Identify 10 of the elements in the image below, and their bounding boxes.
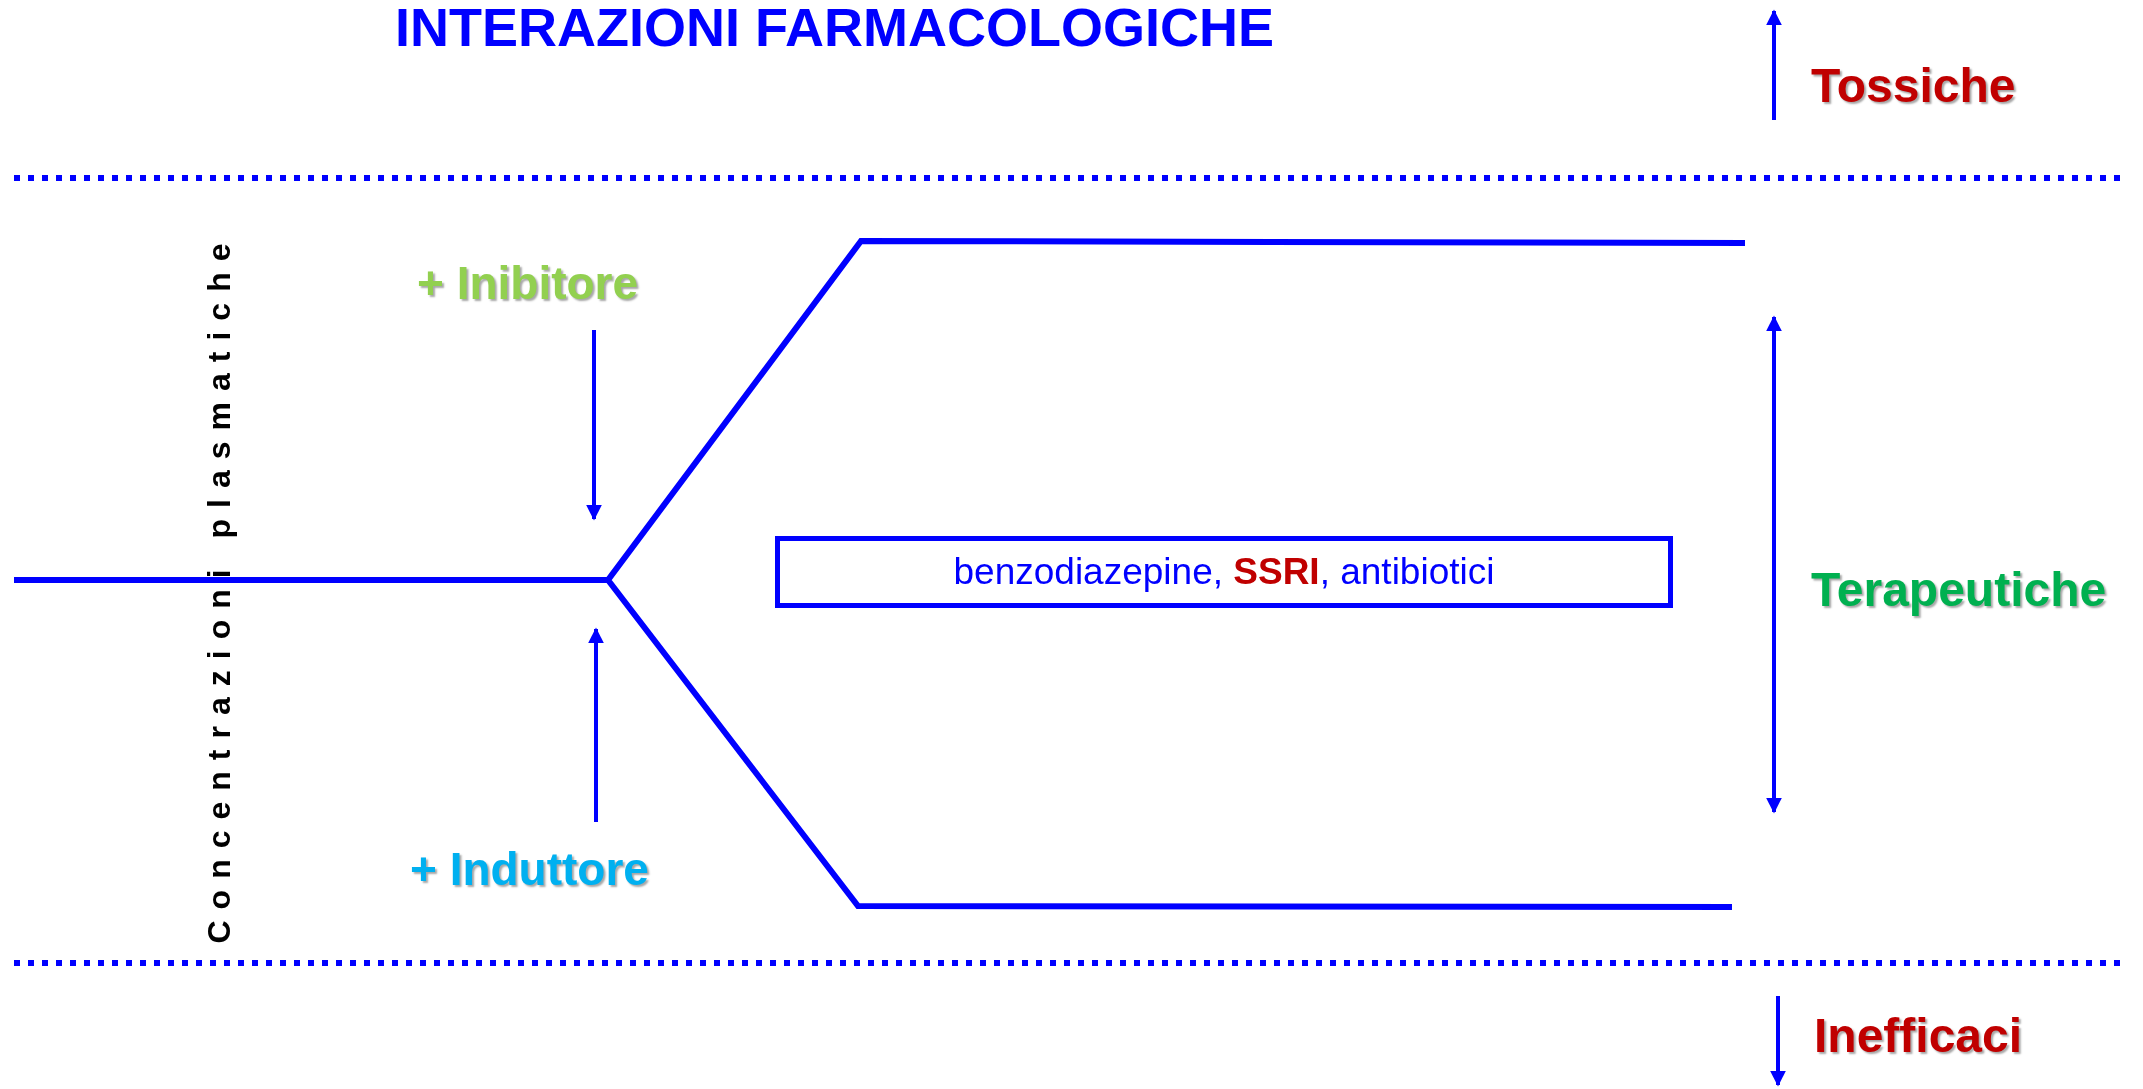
arrow bbox=[588, 627, 604, 822]
arrow bbox=[586, 330, 602, 521]
inhibitor-label: + Inibitore bbox=[417, 256, 639, 310]
zone-label: Terapeutiche bbox=[1811, 562, 2107, 617]
zone-label: Inefficaci bbox=[1814, 1008, 2023, 1063]
axis-label: Concentrazioni plasmatiche bbox=[200, 232, 238, 944]
inducer-label: + Induttore bbox=[410, 842, 649, 896]
drug-class-box: benzodiazepine, SSRI, antibiotici bbox=[775, 536, 1673, 608]
title: INTERAZIONI FARMACOLOGICHE bbox=[395, 0, 1274, 58]
zone-label: Tossiche bbox=[1811, 58, 2016, 113]
